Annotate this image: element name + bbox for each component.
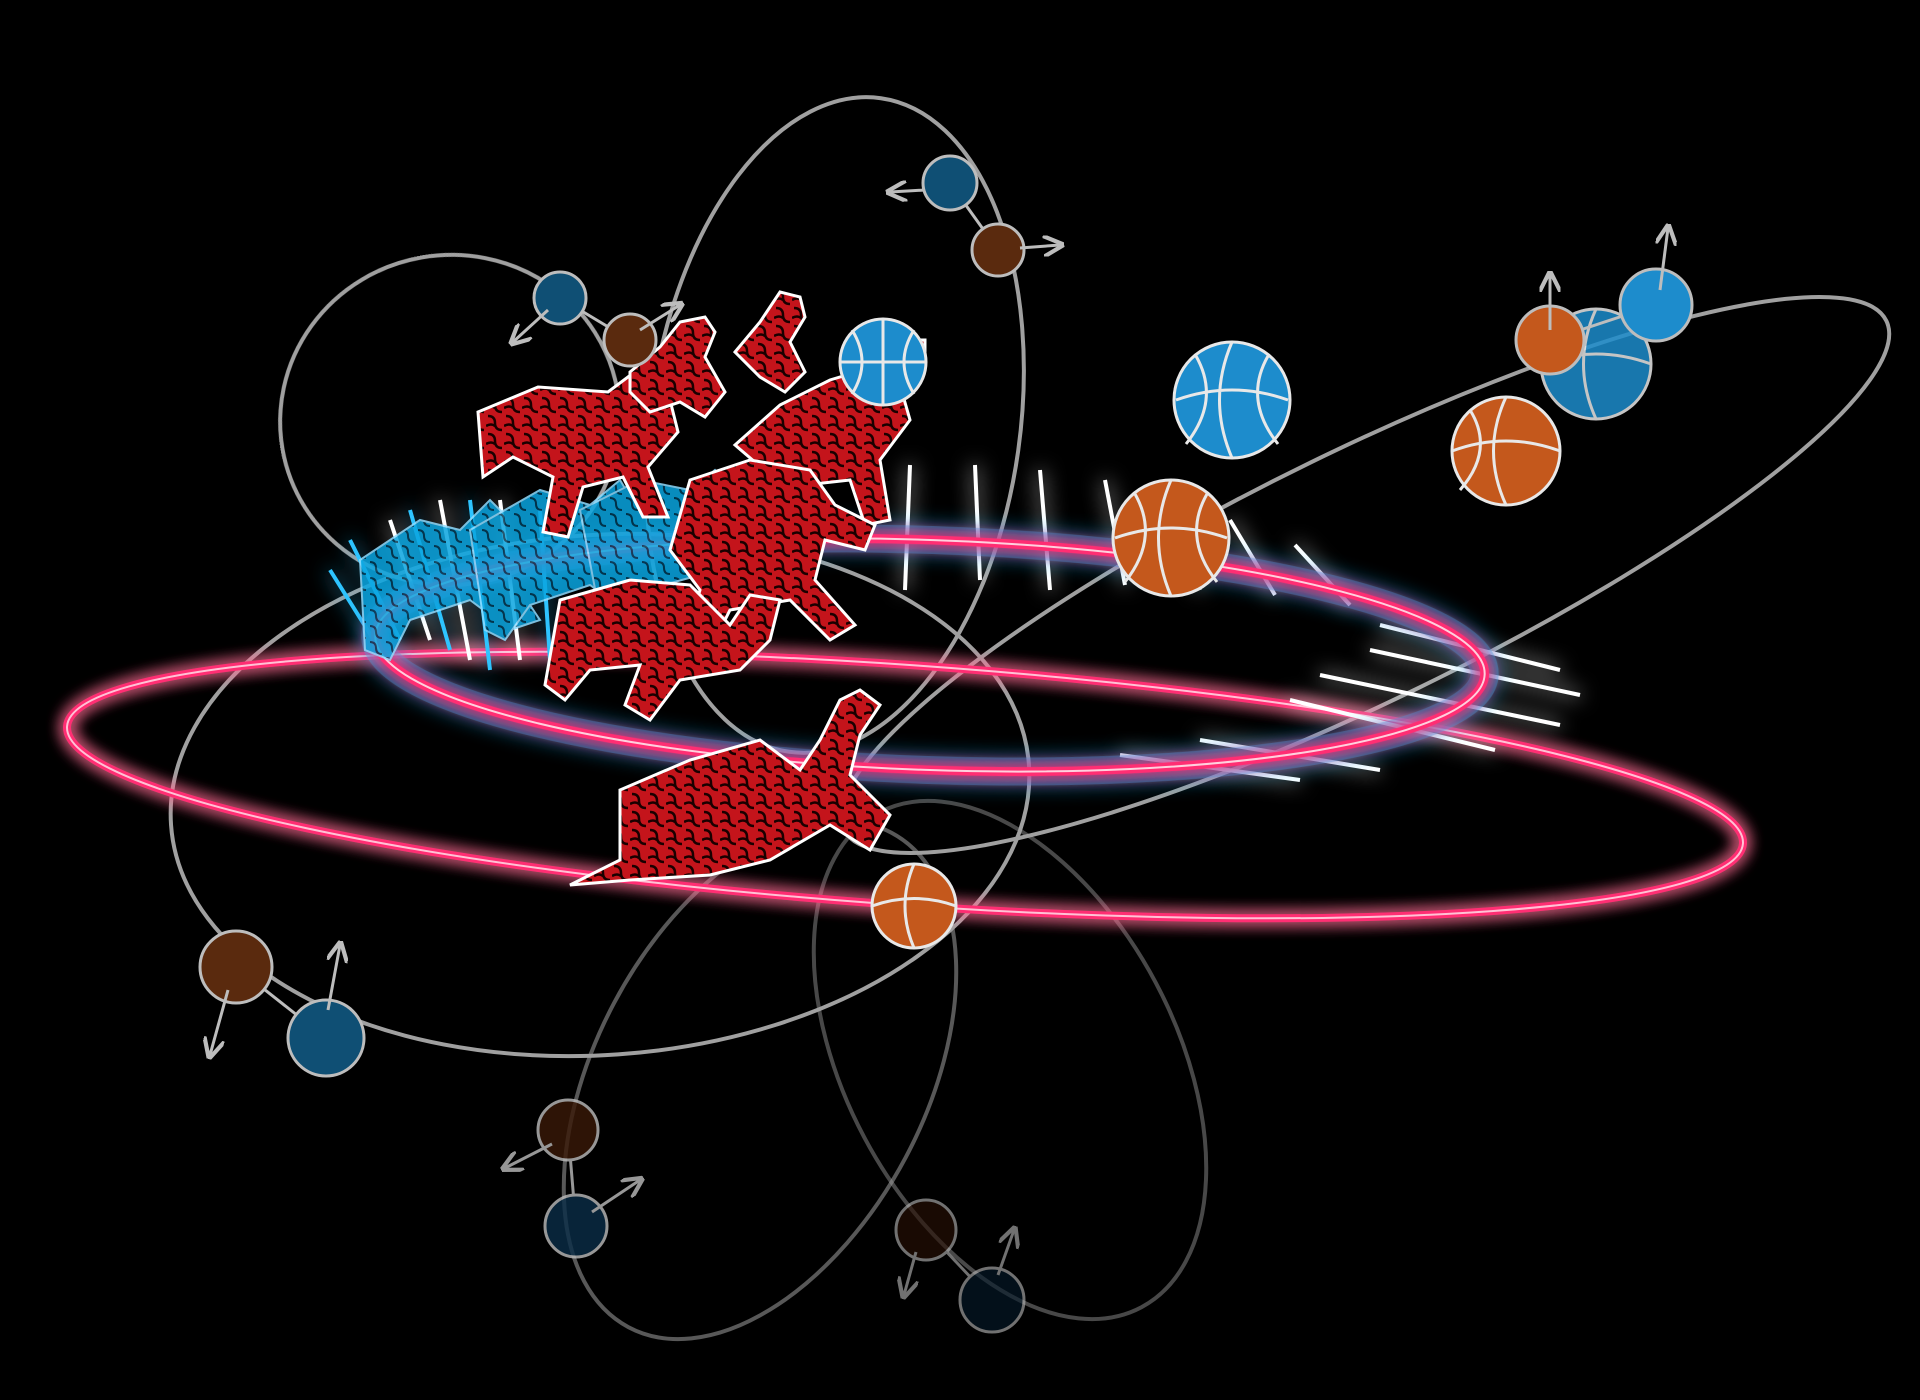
- particle-pair: [513, 270, 680, 368]
- dog-silhouette: [543, 578, 782, 722]
- particle-pair: [1514, 228, 1694, 376]
- particle-pair: [198, 929, 366, 1078]
- basketball: [1450, 395, 1562, 507]
- particle-pair: [890, 154, 1060, 278]
- orbit-ellipse: [561, 818, 959, 1342]
- particle-pair-group: [198, 154, 1694, 1334]
- dog-silhouette: [732, 290, 807, 394]
- particle-pair: [894, 1198, 1026, 1334]
- basketball: [1111, 478, 1231, 598]
- basketball: [838, 317, 928, 407]
- particle-pair: [505, 1098, 640, 1259]
- basketball: [870, 862, 958, 950]
- dog-silhouette: [569, 688, 892, 887]
- dog-silhouette-group-red: [476, 290, 927, 887]
- basketball: [1172, 340, 1292, 460]
- orbit-ellipse: [838, 295, 1892, 855]
- dog-silhouette: [628, 315, 727, 419]
